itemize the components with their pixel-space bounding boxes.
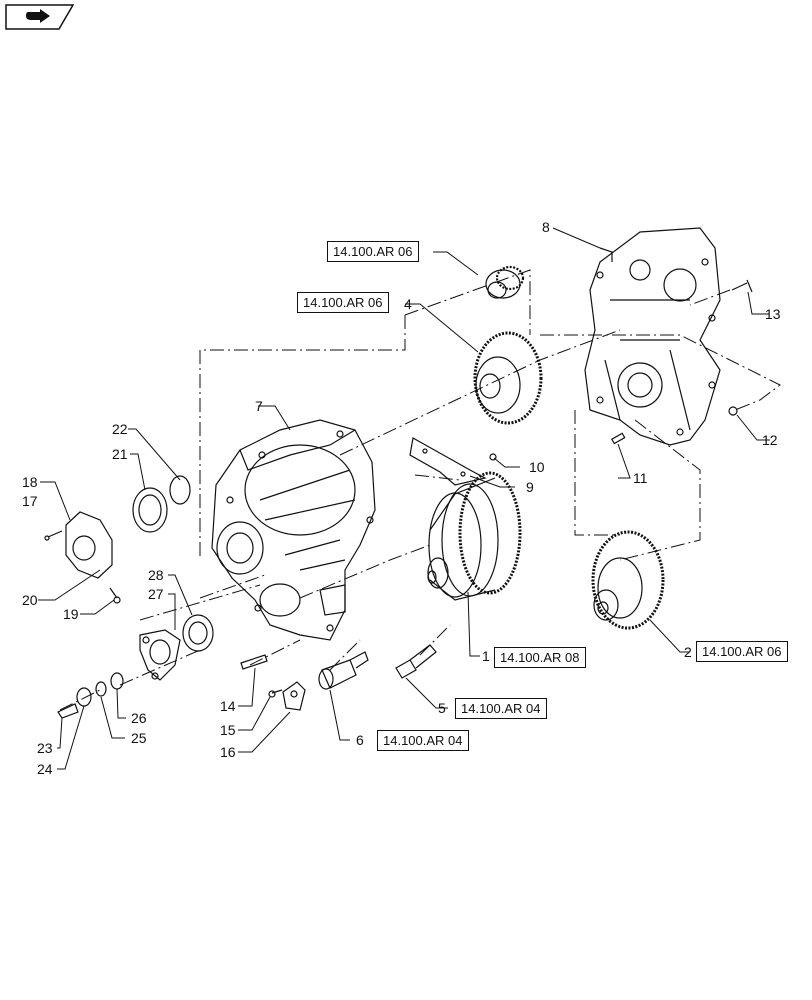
ref-link-part-6[interactable]: 14.100.AR 04: [377, 730, 469, 751]
callout-12: 12: [762, 432, 778, 448]
ref-link-part-3[interactable]: 14.100.AR 06: [327, 241, 419, 262]
callout-24: 24: [37, 761, 53, 777]
solenoid-part: [318, 651, 369, 690]
callout-21: 21: [112, 446, 128, 462]
washer-24: [76, 687, 92, 707]
washer-25: [95, 681, 107, 697]
callout-17: 17: [22, 493, 38, 509]
callout-4: 4: [404, 296, 412, 312]
next-page-arrow-icon[interactable]: [4, 4, 74, 30]
callout-22: 22: [112, 421, 128, 437]
callout-8: 8: [542, 219, 550, 235]
callout-6: 6: [356, 732, 364, 748]
callout-9: 9: [526, 479, 534, 495]
output-gear-part: [591, 530, 665, 630]
callout-7: 7: [255, 398, 263, 414]
callout-23: 23: [37, 740, 53, 756]
callout-27: 27: [148, 586, 164, 602]
rear-cover-part: [584, 227, 721, 446]
bolt-13: [731, 279, 753, 293]
small-gear-part: [485, 265, 525, 299]
assembly-centerlines: [59, 269, 781, 711]
bolt-23: [57, 703, 79, 719]
gasket-part-21: [132, 487, 168, 533]
callout-19: 19: [63, 606, 79, 622]
nut-12: [728, 406, 738, 416]
callout-10: 10: [529, 459, 545, 475]
callout-1: 1: [482, 648, 490, 664]
callout-25: 25: [131, 730, 147, 746]
ref-link-part-2[interactable]: 14.100.AR 06: [696, 641, 788, 662]
leader-lines: [38, 227, 770, 770]
cover-plate-part: [65, 511, 113, 579]
bolt-14: [240, 654, 268, 670]
callout-2: 2: [684, 644, 692, 660]
yoke-flange-part: [139, 629, 181, 681]
oring-part-22: [169, 475, 191, 505]
callout-28: 28: [148, 567, 164, 583]
bolt-17: [44, 530, 63, 541]
gasket-part-9: [409, 437, 487, 486]
callout-13: 13: [765, 306, 781, 322]
seal-part-28: [182, 614, 214, 652]
sensor-part: [395, 644, 437, 679]
callout-26: 26: [131, 710, 147, 726]
plate-part-16: [282, 681, 306, 711]
callout-18: 18: [22, 474, 38, 490]
callout-14: 14: [220, 698, 236, 714]
ref-link-part-1[interactable]: 14.100.AR 08: [494, 647, 586, 668]
dowel-pin-11: [610, 432, 626, 445]
clutch-pack-part: [427, 471, 522, 601]
callout-11: 11: [633, 470, 648, 486]
fitting-19-20: [109, 587, 121, 604]
bolt-10: [489, 453, 497, 461]
main-housing-part: [211, 419, 376, 641]
ring-26: [110, 672, 124, 690]
callout-20: 20: [22, 592, 38, 608]
callout-16: 16: [220, 744, 236, 760]
ref-link-part-4[interactable]: 14.100.AR 06: [297, 292, 389, 313]
callout-15: 15: [220, 722, 236, 738]
ref-link-part-5[interactable]: 14.100.AR 04: [455, 698, 547, 719]
large-gear-part: [473, 331, 543, 425]
bolt-15: [268, 689, 283, 698]
callout-5: 5: [438, 700, 446, 716]
